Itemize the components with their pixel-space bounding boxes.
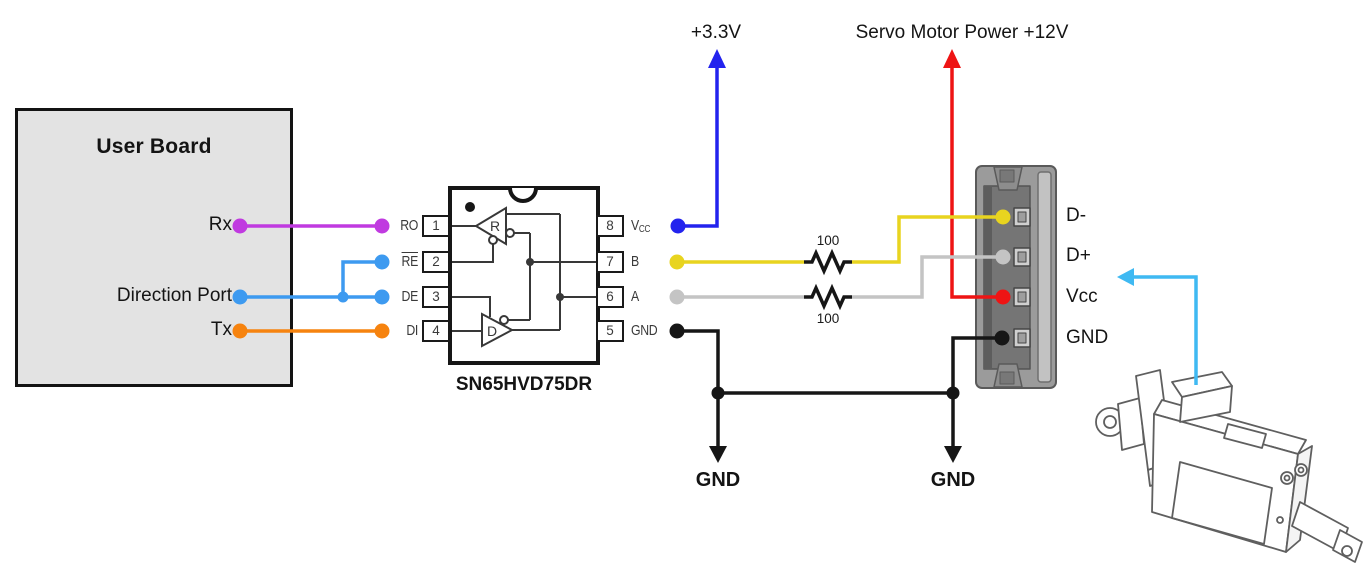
driver-letter: D [487,323,497,339]
arrow-down-gnd-right [944,446,962,463]
wire-line-a [669,249,1011,305]
junction-dot [711,386,725,400]
signal-label-direction-port: Direction Port [116,285,232,306]
pin-number-3: 3 [422,286,450,308]
arrow-up-3v3 [708,49,726,68]
pin-number-5: 5 [596,320,624,342]
wire-logic-power [670,49,726,234]
signal-label-rx: Rx [208,214,232,235]
pin-number-1: 1 [422,215,450,237]
receiver-triangle [474,206,507,246]
motor-connector-illustration [975,165,1057,389]
resistor-a-100 [804,283,852,311]
wire-tx-di [232,323,390,339]
wire-direction-port [232,254,390,305]
user-board-title: User Board [96,135,212,158]
wire-data-link [1117,268,1198,385]
wire-servo-power [943,49,1011,305]
resistor-b-100 [804,248,852,276]
chip-body [448,186,600,365]
pin-label-ro: RO [400,217,418,234]
junction-dot [556,293,564,301]
chip-pin1-marker [465,202,475,212]
chip-part-number: SN65HVD75DR [455,374,593,395]
receiver-b-input-bubble [505,228,515,238]
motor-top-step [1223,423,1267,449]
servo-motor-illustration [1095,369,1363,563]
resistor-a-value: 100 [816,311,840,326]
motor-front-panel [1171,461,1273,545]
vcc-v: V [631,217,639,234]
pin-number-8: 8 [596,215,624,237]
connector-contacts [1013,207,1031,348]
ground-label-left: GND [695,469,741,491]
pin-number-4: 4 [422,320,450,342]
connector-recess-shadow [984,186,992,369]
receiver-enable-bubble [488,235,498,245]
connector-top-notch [999,169,1015,183]
pin-number-7: 7 [596,251,624,273]
connector-pin-d-plus: D+ [1066,245,1091,266]
arrow-left-data-link [1117,268,1134,286]
junction-dot [526,258,534,266]
connector-pin-vcc: Vcc [1066,286,1098,307]
pin-label-b: B [631,253,639,270]
pin-number-2: 2 [422,251,450,273]
pin-label-a: A [631,288,639,305]
motor-connector-block-front [1179,385,1233,423]
pin-number-6: 6 [596,286,624,308]
pin-label-vcc: VCC [631,217,697,235]
signal-label-tx: Tx [210,319,232,340]
servo-rail-label: Servo Motor Power +12V [855,22,1069,43]
wire-rx-ro [232,218,390,234]
logic-rail-label: +3.3V [690,22,742,43]
connector-pin-gnd: GND [1066,327,1109,348]
pin-label-gnd: GND [631,322,658,339]
arrow-up-12v [943,49,961,68]
wire-ground-net [669,323,1010,463]
chip-notch [508,187,538,203]
resistor-b-value: 100 [816,233,840,248]
user-board [15,108,293,387]
transceiver-chip: R D [448,186,600,365]
connector-pin-d-minus: D- [1066,205,1087,226]
driver-b-output-bubble [499,315,509,325]
wire-line-b [669,209,1011,270]
motor-rod-end-hole [1341,545,1353,557]
pin-label-de: DE [401,288,419,305]
connector-bottom-notch [999,371,1015,385]
chip-internal-logic [452,206,598,348]
junction-dot [946,386,960,400]
junction-dot [337,291,349,303]
ground-label-right: GND [930,469,976,491]
receiver-letter: R [490,218,500,234]
pin-label-di: DI [406,322,418,339]
vcc-subscript: CC [638,224,651,235]
connector-side-rail [1037,171,1052,383]
arrow-down-gnd-left [709,446,727,463]
pin-label-re: RE [401,253,419,270]
